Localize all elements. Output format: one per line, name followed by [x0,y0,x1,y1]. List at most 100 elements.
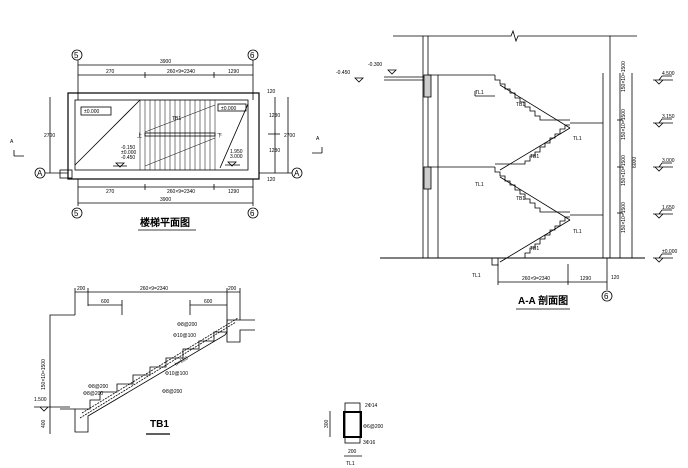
rebar-label: Φ8@200 [88,384,108,390]
tl-label: TL1 [475,90,484,96]
tl1-height: 300 [324,419,330,428]
tb1-detail: 200 260×9=2340 200 600 600 150×10=1500 4… [34,286,255,435]
dim-top-2: 260×9=2340 [140,286,168,292]
elevation-label: 4.500 [662,71,675,77]
rebar-top: 2Φ14 [365,403,378,409]
elev-right-2: 3.000 [230,154,243,160]
plan-inner-wall [74,99,249,171]
thickness-label: h=120 [174,355,189,367]
stair-section: TL1 TB1 TL1 TB1 TL1 TB1 TL1 TB1 TL1 -0.4… [336,29,677,310]
section-mark-left [13,150,24,157]
dim-total-top: 3900 [160,59,171,65]
dim-top-1: 200 [77,286,86,292]
stirrup [343,411,362,438]
axis-label-5: 5 [74,51,79,60]
elevation-label: 3.150 [662,114,675,120]
tl1-title: TL1 [346,461,355,467]
tl-label: TL1 [573,136,582,142]
stair-well-handrail [144,132,216,137]
plan-title: 楼梯平面图 [140,216,190,229]
tb-label: TB1 [530,154,539,160]
dim-left: 2700 [44,133,55,139]
dim-left-bottom: 400 [41,419,47,428]
dim-total-bottom: 3900 [160,197,171,203]
left-elevation: -0.300 [368,62,382,68]
dim-right-total: 2700 [284,133,295,139]
dim-top-2: 260×9=2340 [167,69,195,75]
dim-vertical-3: 150×10=1500 [621,155,627,186]
stair-flights [491,75,571,266]
rebar-stirrup: Φ6@200 [363,424,383,430]
stair-treads [139,100,216,170]
plan-outer-wall [67,92,260,180]
dim-total: 6000 [632,157,638,168]
down-label: 下 [217,133,222,139]
stair-plan: ±0.000 ±0.000 上 下 TB1 -0.150 ±0.000 -0.4… [10,49,323,231]
section-mark-right [312,147,323,154]
dim-top-1: 270 [106,69,115,75]
rebar-label: Φ8@200 [83,391,103,397]
section-title: A-A 剖面图 [518,294,568,307]
beam-section [423,74,432,98]
tb1-title: TB1 [150,419,169,430]
elevation-symbol [113,162,127,168]
tb1-elevation: 1.500 [34,397,47,403]
axis-bubble-6-bottom [247,207,259,219]
elev-left-3: -0.450 [121,155,135,161]
dim-bottom-2: 260×9=2340 [167,189,195,195]
dim-vertical-4: 150×10=1500 [621,202,627,233]
elevation-label: 3.000 [662,158,675,164]
rebar-bottom: 3Φ16 [363,440,376,446]
rebar-label: Φ8@200 [177,322,197,328]
sub-dim-2: 600 [204,299,213,305]
axis-label-5: 5 [74,209,79,218]
elev-left-2: ±0.000 [121,150,136,156]
axis-label-6: 6 [250,51,255,60]
break-line [393,29,637,43]
dim-right-2: 1230 [269,113,280,119]
axis-bubble-5-bottom [71,207,83,219]
arrow-line-down [144,137,216,167]
section-mark-label-left: A [10,139,14,145]
plan-wall-stub [59,169,73,179]
elevation-label: ±0.000 [662,249,677,255]
rebar-label: Φ10@100 [173,333,196,339]
tb-label: TB1 [530,246,539,252]
beam-section [423,166,432,190]
elev-left-1: -0.150 [121,145,135,151]
arrow-line-up [144,104,216,133]
elevation-label: 1.650 [662,205,675,211]
beam-label-left: ±0.000 [84,109,99,115]
elevation-symbol [225,161,240,167]
dim-bottom-3: 120 [611,275,620,281]
tl-label: TL1 [472,273,481,279]
dim-bottom-2: 1290 [580,276,591,282]
dim-top-3: 1290 [228,69,239,75]
left-elevation: -0.450 [336,70,350,76]
axis-label-6: 6 [250,209,255,218]
dim-top-3: 200 [228,286,237,292]
elev-right-1: 1.950 [230,149,243,155]
elevation-markers [653,75,673,263]
sub-dim-1: 600 [101,299,110,305]
tl1-detail: 300 200 2Φ14 Φ6@200 3Φ16 TL1 [324,402,383,467]
tb-label: TB1 [172,116,181,122]
dim-right-1: 120 [267,89,276,95]
up-label: 上 [137,132,142,139]
beam-label-box-right [217,103,247,112]
axis-label-a: A [294,169,300,178]
axis-label-6: 6 [604,292,609,301]
dim-bottom-1: 260×9=2340 [522,276,550,282]
tl-label: TL1 [475,182,484,188]
beam-label-box-left [80,106,112,116]
dim-right-3: 1230 [269,148,280,154]
axis-bubble-6-top [247,49,259,61]
rebar-label: Φ10@100 [165,371,188,377]
dim-left: 150×10=1500 [41,359,47,390]
dim-vertical-2: 150×10=1500 [621,109,627,140]
landing-diagonal [219,103,249,169]
beam-label-right: ±0.000 [221,106,236,112]
dim-vertical-1: 150×10=1500 [621,61,627,92]
landing-diagonal [74,99,141,166]
